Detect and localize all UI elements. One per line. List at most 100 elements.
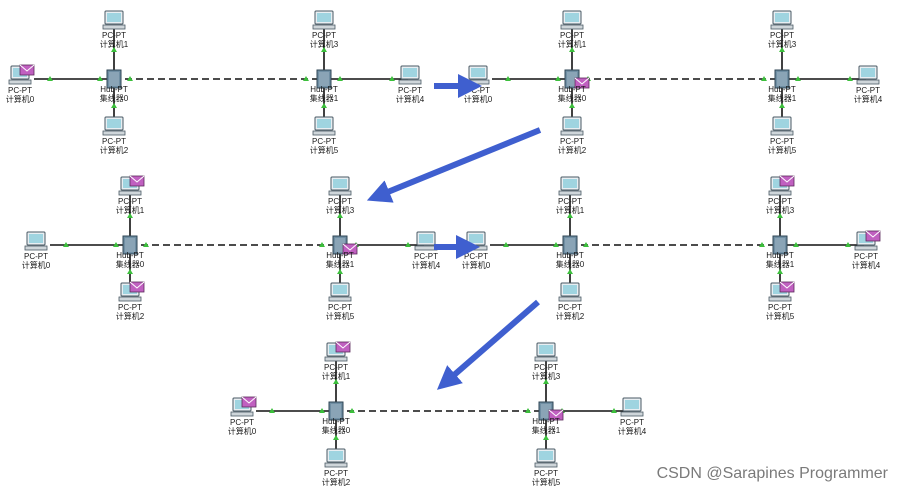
desktop-pc-icon[interactable] [102, 10, 126, 30]
desktop-pc-icon[interactable] [768, 175, 795, 196]
link-status-dot [97, 76, 103, 81]
device-label: 计算机4 [854, 94, 883, 104]
link-status-dot [389, 76, 395, 81]
link-status-dot [319, 242, 325, 247]
link-status-dot [47, 76, 53, 81]
link-status-dot [543, 379, 549, 384]
desktop-pc-icon[interactable] [312, 10, 336, 30]
device-label: PC-PT [770, 31, 794, 40]
desktop-pc-icon[interactable] [856, 65, 880, 85]
device-label: 计算机1 [556, 205, 585, 215]
link-status-dot [337, 76, 343, 81]
link-status-dot [143, 242, 149, 247]
desktop-pc-icon[interactable] [770, 10, 794, 30]
device-label: 集线器0 [116, 259, 145, 269]
device-label: 计算机0 [22, 260, 51, 270]
desktop-pc-icon[interactable] [118, 175, 145, 196]
device-label: 计算机3 [326, 205, 355, 215]
desktop-pc-icon[interactable] [328, 282, 352, 302]
device-label: PC-PT [558, 197, 582, 206]
hub-icon[interactable] [328, 401, 344, 421]
link-status-dot [553, 242, 559, 247]
envelope-packet-icon [865, 230, 881, 242]
hub-icon[interactable] [332, 235, 358, 255]
device-label: 计算机5 [326, 311, 355, 321]
device-label: 计算机0 [464, 94, 493, 104]
desktop-pc-icon[interactable] [558, 282, 582, 302]
hub-icon[interactable] [106, 69, 122, 89]
device-label: 计算机5 [766, 311, 795, 321]
envelope-packet-icon [241, 396, 257, 408]
desktop-pc-icon[interactable] [768, 281, 795, 302]
device-label: PC-PT [230, 418, 254, 427]
arrows [366, 74, 542, 390]
desktop-pc-icon[interactable] [328, 176, 352, 196]
device-label: PC-PT [560, 137, 584, 146]
device-label: 集线器0 [322, 425, 351, 435]
link-status-dot [555, 76, 561, 81]
link-status-dot [303, 76, 309, 81]
desktop-pc-icon[interactable] [560, 116, 584, 136]
device-label: PC-PT [312, 137, 336, 146]
desktop-pc-icon[interactable] [534, 342, 558, 362]
device-label: 计算机3 [768, 39, 797, 49]
device-label: 计算机2 [100, 145, 129, 155]
device-label: 计算机2 [322, 477, 351, 487]
blue-arrow-icon [436, 299, 540, 390]
device-label: 计算机4 [412, 260, 441, 270]
device-label: PC-PT [102, 137, 126, 146]
link-status-dot [127, 269, 133, 274]
desktop-pc-icon[interactable] [312, 116, 336, 136]
device-label: PC-PT [770, 137, 794, 146]
link-status-dot [111, 103, 117, 108]
link-status-dot [321, 103, 327, 108]
device-label: 计算机0 [462, 260, 491, 270]
link-status-dot [569, 47, 575, 52]
link-status-dot [333, 435, 339, 440]
desktop-pc-icon[interactable] [398, 65, 422, 85]
link-status-dot [543, 435, 549, 440]
desktop-pc-icon[interactable] [534, 448, 558, 468]
device-label: 计算机5 [768, 145, 797, 155]
device-label: PC-PT [768, 197, 792, 206]
desktop-pc-icon[interactable] [8, 64, 35, 85]
hub-icon[interactable] [772, 235, 788, 255]
device-label: 计算机3 [532, 371, 561, 381]
device-label: 计算机5 [310, 145, 339, 155]
desktop-pc-icon[interactable] [102, 116, 126, 136]
hub-icon[interactable] [564, 69, 590, 89]
device-label: 计算机4 [852, 260, 881, 270]
device-label: Hub-PT [310, 85, 338, 94]
link-status-dot [505, 76, 511, 81]
desktop-pc-icon[interactable] [560, 10, 584, 30]
desktop-pc-icon[interactable] [854, 230, 881, 251]
hub-icon[interactable] [538, 401, 564, 421]
topology-panel: Hub-PT集线器0Hub-PT集线器1PC-PT计算机1PC-PT计算机0PC… [228, 341, 647, 487]
desktop-pc-icon[interactable] [414, 231, 438, 251]
device-label: 计算机3 [310, 39, 339, 49]
desktop-pc-icon[interactable] [118, 281, 145, 302]
desktop-pc-icon[interactable] [230, 396, 257, 417]
desktop-pc-icon[interactable] [24, 231, 48, 251]
desktop-pc-icon[interactable] [324, 448, 348, 468]
desktop-pc-icon[interactable] [464, 231, 488, 251]
device-label: Hub-PT [326, 251, 354, 260]
hub-icon[interactable] [774, 69, 790, 89]
device-label: PC-PT [324, 469, 348, 478]
device-label: PC-PT [558, 303, 582, 312]
desktop-pc-icon[interactable] [466, 65, 490, 85]
envelope-packet-icon [342, 243, 358, 255]
device-label: Hub-PT [100, 85, 128, 94]
hub-icon[interactable] [122, 235, 138, 255]
desktop-pc-icon[interactable] [558, 176, 582, 196]
device-label: Hub-PT [766, 251, 794, 260]
desktop-pc-icon[interactable] [620, 397, 644, 417]
hub-icon[interactable] [316, 69, 332, 89]
desktop-pc-icon[interactable] [770, 116, 794, 136]
device-label: 计算机1 [100, 39, 129, 49]
device-label: PC-PT [856, 86, 880, 95]
desktop-pc-icon[interactable] [324, 341, 351, 362]
device-label: PC-PT [854, 252, 878, 261]
hub-icon[interactable] [562, 235, 578, 255]
